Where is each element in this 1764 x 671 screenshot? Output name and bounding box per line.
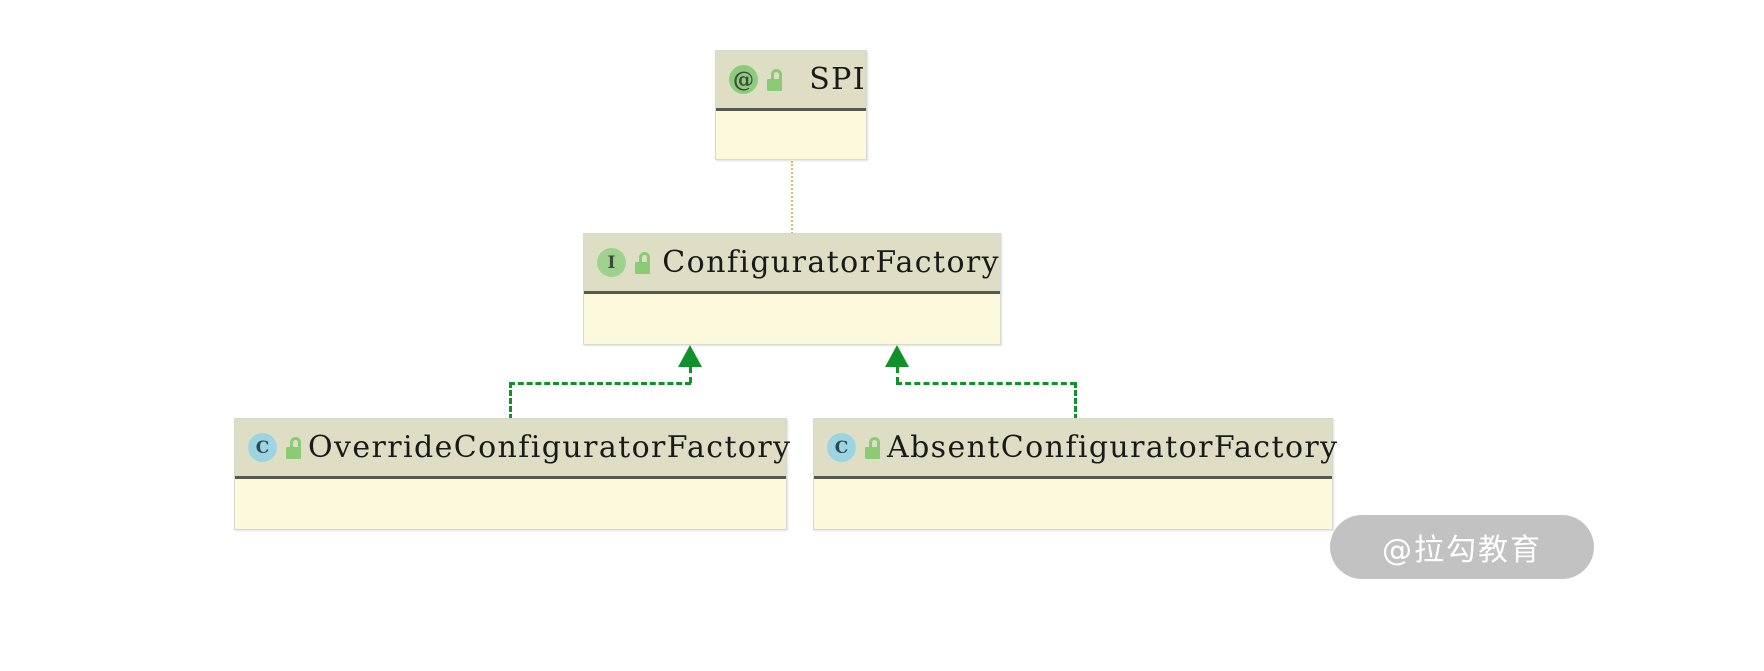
edge-spi-annotation-link bbox=[791, 161, 793, 234]
uml-node-title: AbsentConfiguratorFactory bbox=[887, 430, 1339, 465]
uml-node-configurator-factory[interactable]: I ConfiguratorFactory bbox=[583, 233, 1001, 345]
edge-absent-vertical-lower bbox=[1074, 382, 1077, 420]
open-padlock-icon bbox=[286, 436, 308, 460]
uml-node-header: I ConfiguratorFactory bbox=[584, 234, 1000, 294]
uml-node-title: SPI bbox=[809, 62, 866, 97]
uml-node-members bbox=[235, 479, 786, 526]
uml-node-spi[interactable]: @ SPI bbox=[715, 50, 867, 160]
uml-node-title: ConfiguratorFactory bbox=[662, 245, 1000, 280]
uml-node-header: C OverrideConfiguratorFactory bbox=[235, 419, 790, 479]
realization-arrowhead-override bbox=[678, 345, 702, 367]
realization-arrowhead-absent bbox=[885, 345, 909, 367]
class-icon: C bbox=[827, 433, 856, 462]
uml-node-title: OverrideConfiguratorFactory bbox=[308, 430, 792, 465]
edge-override-horizontal bbox=[509, 382, 691, 385]
interface-icon: I bbox=[597, 248, 626, 277]
edge-override-vertical-upper bbox=[689, 367, 692, 383]
open-padlock-icon bbox=[865, 436, 887, 460]
uml-node-members bbox=[584, 294, 1000, 341]
uml-node-header: C AbsentConfiguratorFactory bbox=[814, 419, 1337, 479]
watermark-text: @拉勾教育 bbox=[1382, 533, 1542, 568]
watermark: @拉勾教育 bbox=[1330, 515, 1594, 579]
uml-node-header: @ SPI bbox=[716, 51, 866, 111]
annotation-icon: @ bbox=[729, 65, 758, 94]
edge-absent-horizontal bbox=[896, 382, 1076, 385]
uml-node-absent-configurator-factory[interactable]: C AbsentConfiguratorFactory bbox=[813, 418, 1337, 530]
uml-node-members bbox=[716, 111, 866, 158]
class-icon: C bbox=[248, 433, 277, 462]
open-padlock-icon bbox=[635, 251, 657, 275]
uml-node-members bbox=[814, 479, 1332, 526]
edge-override-vertical-lower bbox=[509, 382, 512, 420]
uml-node-override-configurator-factory[interactable]: C OverrideConfiguratorFactory bbox=[234, 418, 790, 530]
edge-absent-vertical-upper bbox=[896, 367, 899, 383]
open-padlock-icon bbox=[767, 68, 789, 92]
